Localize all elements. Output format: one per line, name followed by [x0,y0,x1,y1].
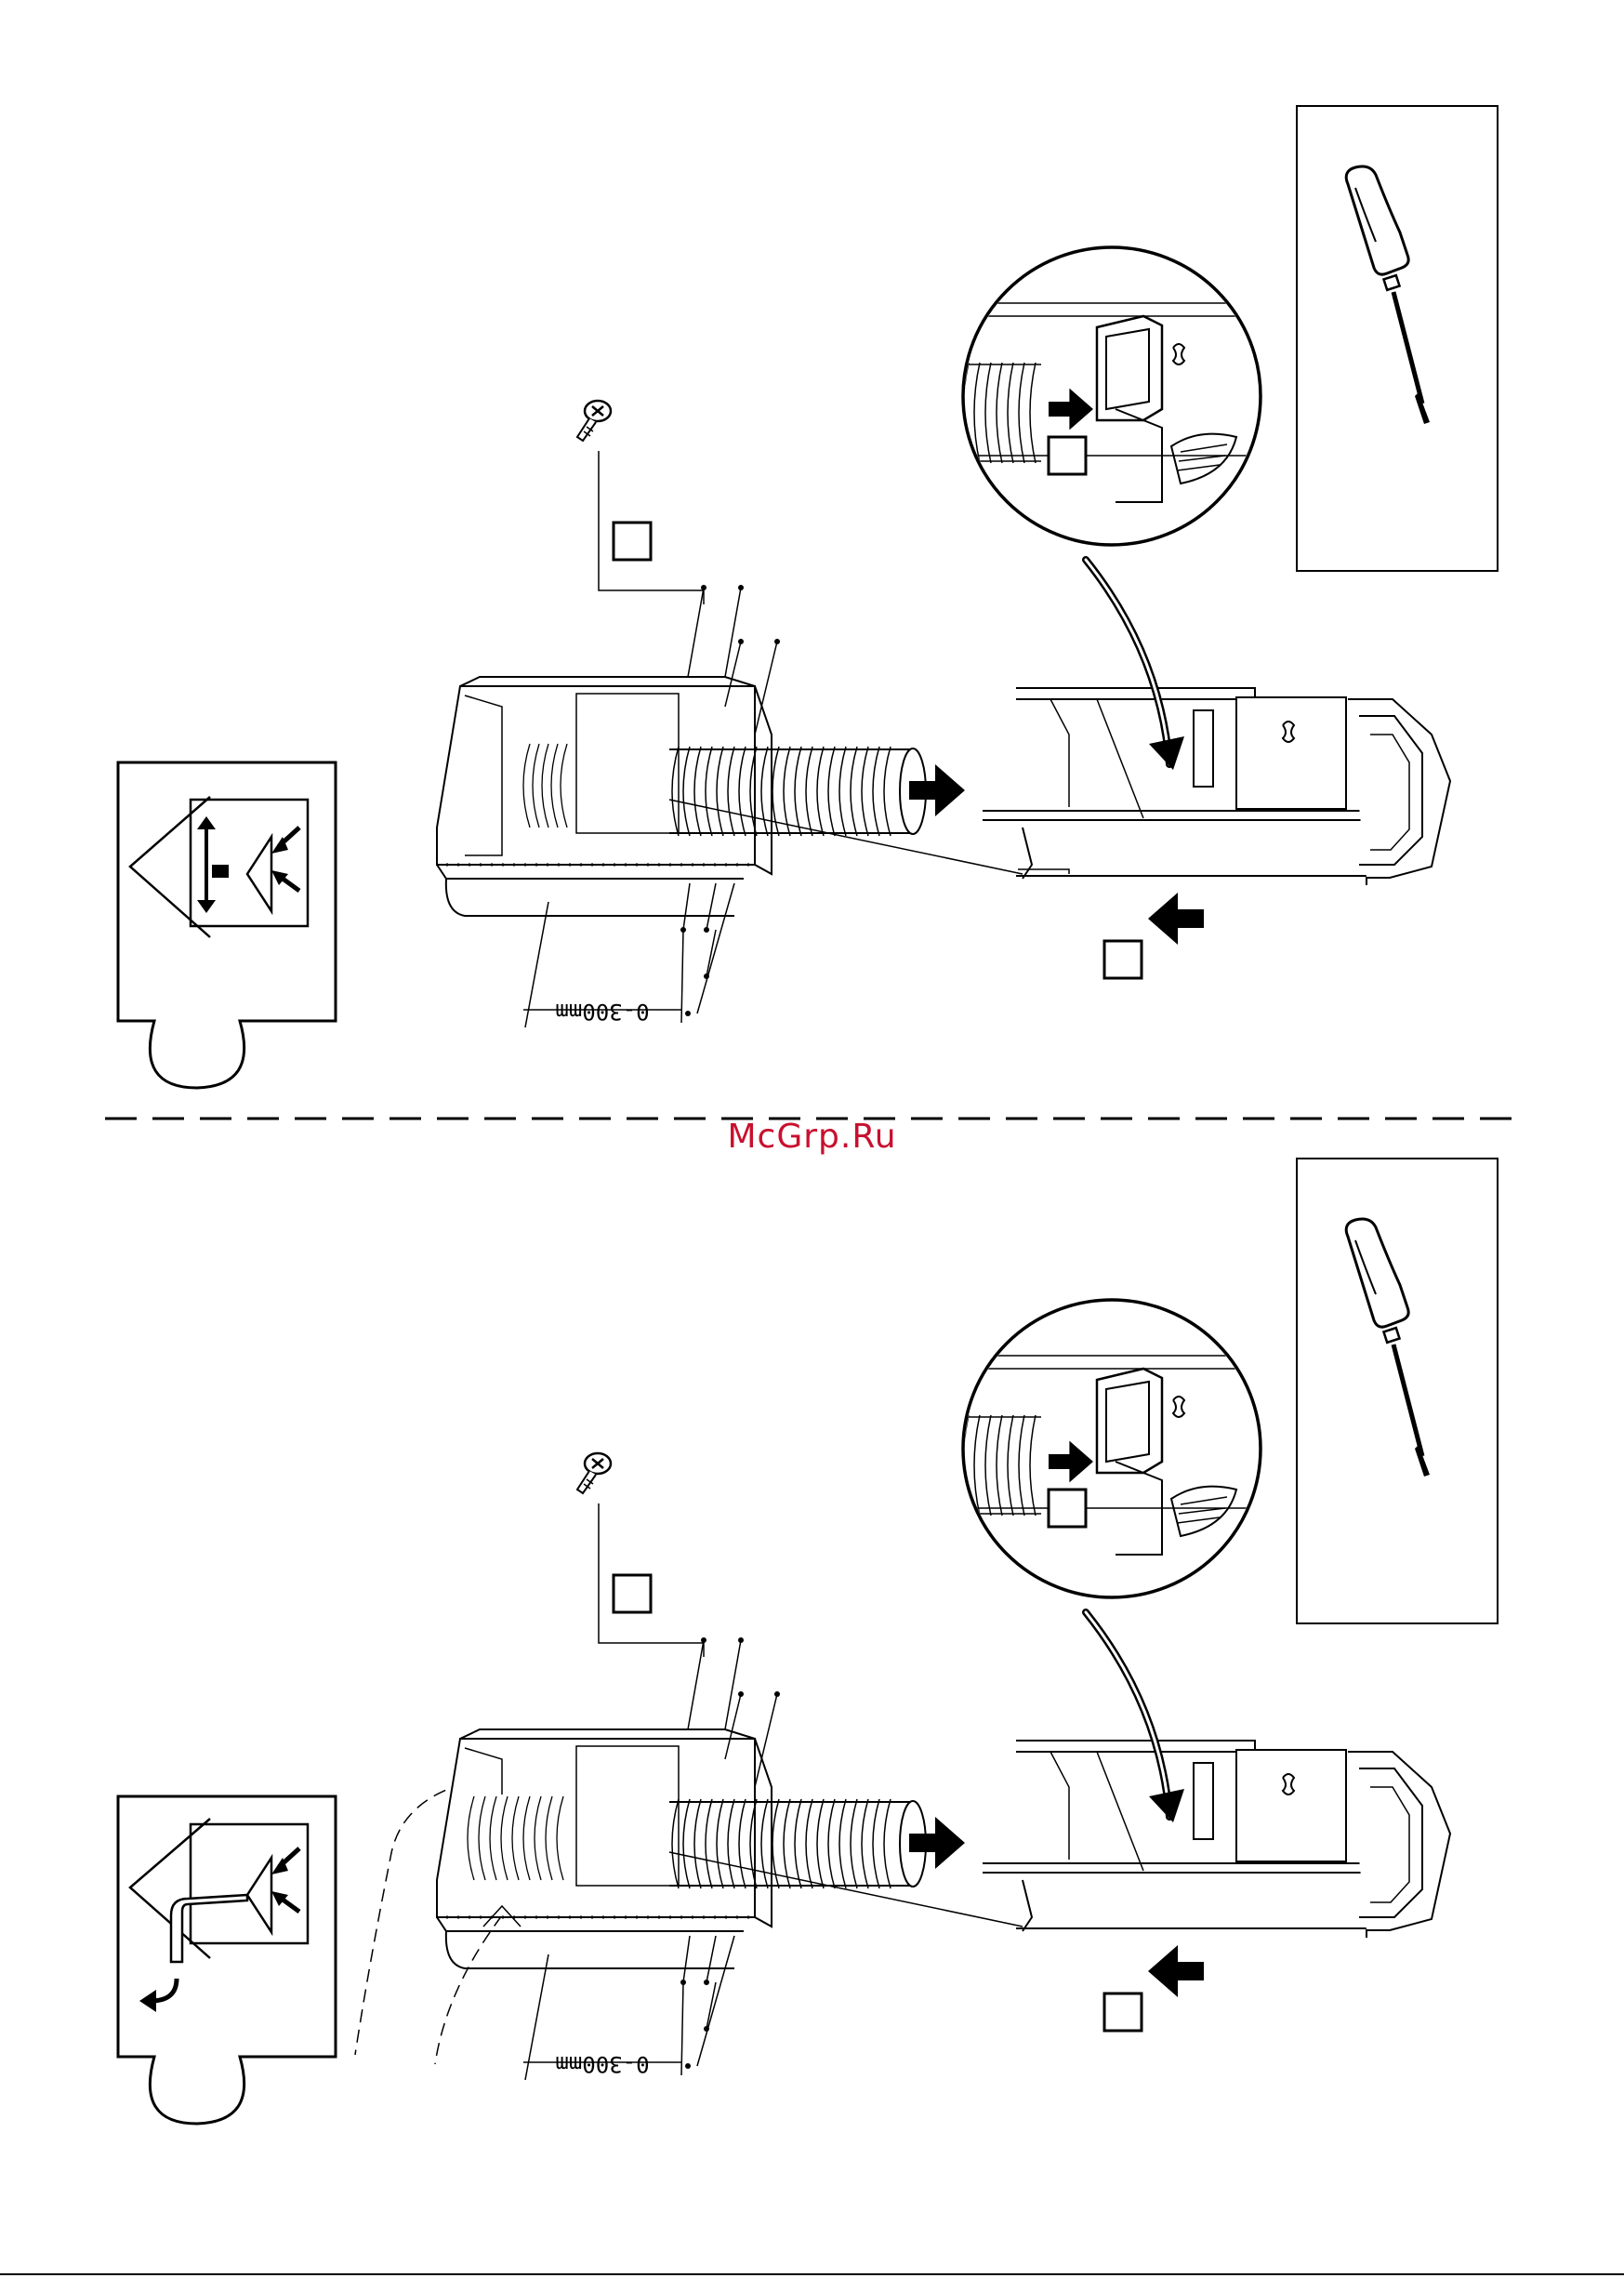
watermark-text: McGrp.Ru [0,1118,1624,1156]
push-arrow [1148,893,1204,945]
chimney-frame [669,688,1450,885]
dimension-label: 0-300mm [555,999,649,1025]
callout-box [1104,941,1142,978]
callout-box [614,1575,651,1612]
recirculation-mode-icon [118,762,336,1088]
detail-magnifier [948,247,1264,770]
detail-magnifier [948,1300,1264,1822]
callout-box [614,523,651,560]
bottom-panel: 0-300mm [118,1159,1498,2124]
dimension-marker: 0-300mm [523,902,683,1027]
dimension-label: 0-300mm [555,2051,649,2077]
chimney-frame [669,1741,1450,1938]
screw-icon [577,401,611,441]
callout-box [1104,1993,1142,2031]
push-arrow [1148,1945,1204,1997]
dimension-marker: 0-300mm [523,1954,683,2080]
tool-box [1297,106,1498,571]
extraction-mode-icon [118,1796,336,2124]
hood-unit [437,1729,772,1968]
tool-box [1297,1159,1498,1623]
top-panel: 0-300mm [118,106,1498,1088]
screw-icon [577,1453,611,1493]
hood-unit [437,677,772,916]
